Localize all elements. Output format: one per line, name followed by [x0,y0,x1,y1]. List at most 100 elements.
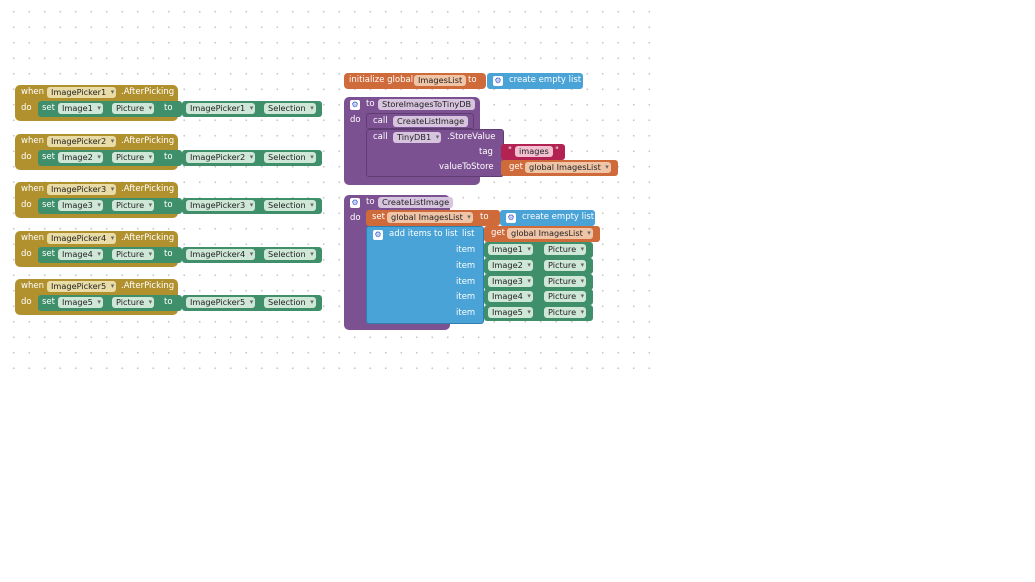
procedure-name-field[interactable]: CreateListImage [378,197,454,208]
component-property-block[interactable]: Image2 Picture [484,257,593,274]
component-dropdown[interactable]: ImagePicker2 [186,151,256,163]
when-label: when [21,232,44,243]
set-to-label: to [480,212,489,222]
gear-icon[interactable]: ⚙ [506,213,516,223]
tinydb-storevalue-block[interactable]: call TinyDB1 .StoreValue tag valueToStor… [366,129,504,177]
text-string-block[interactable]: " images " [501,144,565,160]
item-label: item [456,308,476,319]
gear-icon[interactable]: ⚙ [493,76,503,86]
property-dropdown[interactable]: Selection [264,200,316,211]
component-dropdown[interactable]: ImagePicker2 [47,135,117,147]
set-property-block[interactable]: setImage5Pictureto [38,295,182,311]
get-property-block[interactable]: ImagePicker4 Selection [182,246,322,263]
component-dropdown[interactable]: Image1 [488,244,533,255]
get-property-block[interactable]: ImagePicker2 Selection [182,149,322,166]
property-dropdown[interactable]: Picture [544,291,587,303]
item-label: item [456,260,476,271]
component-dropdown[interactable]: Image5 [488,307,533,319]
set-property-block[interactable]: setImage2Pictureto [38,149,182,166]
when-label: when [21,135,44,146]
tag-label: tag [479,147,493,157]
set-label: set [42,248,55,259]
property-dropdown[interactable]: Picture [544,307,587,319]
to-label: to [164,151,173,162]
component-property-block[interactable]: Image4 Picture [484,289,593,306]
set-label: set [42,200,55,210]
property-dropdown[interactable]: Picture [112,103,155,114]
property-dropdown[interactable]: Selection [264,103,316,114]
call-create-list-block[interactable]: call CreateListImage [366,113,474,129]
gear-icon[interactable]: ⚙ [373,230,383,240]
to-label: to [164,200,173,210]
set-label: set [42,297,55,307]
component-dropdown[interactable]: Image4 [488,291,533,303]
to-label: to [164,248,173,259]
create-empty-list-block[interactable]: ⚙ create empty list [500,210,595,226]
component-property-block[interactable]: Image5 Picture [484,305,593,322]
blocks-workspace[interactable]: whenImagePicker1.AfterPickingdosetImage1… [0,0,655,370]
variable-dropdown[interactable]: global ImagesList [507,228,593,239]
property-dropdown[interactable]: Selection [264,151,316,163]
get-property-block[interactable]: ImagePicker3 Selection [182,198,322,214]
component-dropdown[interactable]: ImagePicker3 [47,184,117,195]
component-dropdown[interactable]: Image5 [58,297,103,308]
property-dropdown[interactable]: Picture [112,297,155,308]
gear-icon[interactable]: ⚙ [350,198,360,208]
component-dropdown[interactable]: ImagePicker4 [186,248,256,260]
get-global-block[interactable]: get global ImagesList [501,160,618,176]
get-property-block[interactable]: ImagePicker5 Selection [182,295,322,311]
event-name-label: .AfterPicking [121,281,175,291]
call-label: call [373,116,388,126]
component-dropdown[interactable]: Image1 [58,103,103,114]
list-label: list [462,229,475,239]
component-dropdown[interactable]: Image3 [488,275,533,287]
value-to-store-label: valueToStore [439,162,494,172]
variable-dropdown[interactable]: global ImagesList [387,212,473,223]
create-empty-list-block[interactable]: ⚙ create empty list [487,73,583,89]
get-label: get [491,228,505,238]
gear-icon[interactable]: ⚙ [350,100,360,110]
property-dropdown[interactable]: Picture [544,244,587,255]
component-property-block[interactable]: Image1 Picture [484,242,593,258]
component-dropdown[interactable]: ImagePicker3 [186,200,256,211]
when-label: when [21,184,44,194]
event-name-label: .AfterPicking [121,87,175,97]
property-dropdown[interactable]: Picture [112,151,155,163]
component-dropdown[interactable]: Image4 [58,248,103,260]
procedure-do-label: do [350,213,361,223]
component-dropdown[interactable]: Image2 [488,259,533,271]
do-label: do [21,103,32,113]
procedure-name-field[interactable]: StoreImagesToTinyDB [378,99,476,110]
initialize-global-label: initialize global [349,75,414,85]
component-dropdown[interactable]: Image2 [58,151,103,163]
initialize-global-block[interactable]: initialize global ImagesList to [344,73,486,89]
init-to-label: to [468,75,477,85]
get-property-block[interactable]: ImagePicker1 Selection [182,101,322,117]
variable-dropdown[interactable]: global ImagesList [525,162,611,173]
property-dropdown[interactable]: Picture [112,200,155,211]
global-name-field[interactable]: ImagesList [414,75,467,86]
component-dropdown[interactable]: Image3 [58,200,103,211]
component-dropdown[interactable]: ImagePicker1 [186,103,256,114]
call-procedure-field[interactable]: CreateListImage [393,116,469,127]
component-property-block[interactable]: Image3 Picture [484,273,593,290]
property-dropdown[interactable]: Picture [112,248,155,260]
component-dropdown[interactable]: ImagePicker5 [186,297,256,308]
component-dropdown[interactable]: ImagePicker4 [47,232,117,244]
do-label: do [21,200,32,210]
component-dropdown[interactable]: ImagePicker1 [47,87,117,98]
component-dropdown[interactable]: ImagePicker5 [47,281,117,292]
property-dropdown[interactable]: Picture [544,275,587,287]
tag-text-field[interactable]: images [515,146,553,157]
property-dropdown[interactable]: Picture [544,259,587,271]
property-dropdown[interactable]: Selection [264,248,316,260]
get-global-block[interactable]: get global ImagesList [484,226,600,242]
tinydb-component-field[interactable]: TinyDB1 [393,132,442,143]
set-global-block[interactable]: set global ImagesList to [366,210,500,226]
set-property-block[interactable]: setImage1Pictureto [38,101,182,117]
storevalue-method-label: .StoreValue [447,132,496,142]
property-dropdown[interactable]: Selection [264,297,316,308]
